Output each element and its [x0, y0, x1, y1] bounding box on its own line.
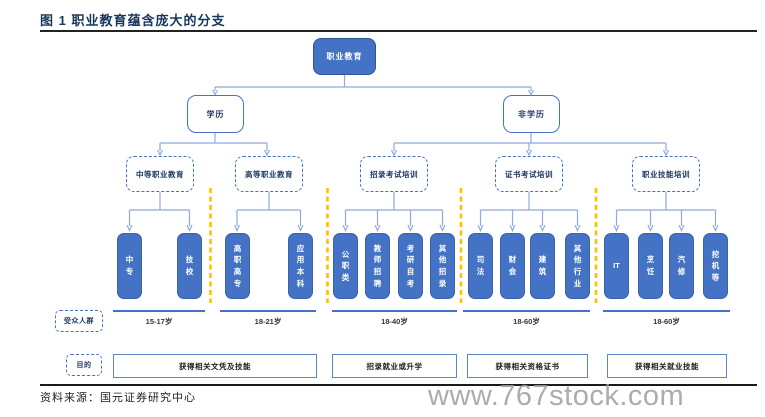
footer-divider [40, 384, 757, 386]
watermark-text: www.767stock.com [428, 380, 685, 412]
leaf-node: 高职高专 [225, 233, 250, 299]
node-branch-feixueli: 非学历 [503, 95, 560, 133]
leaf-node: 其他招录 [430, 233, 455, 299]
audience-value: 18-60岁 [653, 317, 680, 326]
source-note: 资料来源：国元证券研究中心 [40, 392, 196, 404]
purpose-value: 获得相关就业技能 [607, 354, 727, 378]
leaf-node: 考研自考 [398, 233, 423, 299]
leaf-node: 应用本科 [288, 233, 313, 299]
purpose-value: 获得相关资格证书 [467, 354, 588, 378]
node-category-higher-vocational: 高等职业教育 [235, 156, 303, 192]
node-branch-xueli: 学历 [187, 95, 244, 133]
leaf-node: 其他行业 [565, 233, 590, 299]
leaf-node: 财会 [500, 233, 525, 299]
node-category-recruit-exam-training: 招录考试培训 [360, 156, 428, 192]
title-divider [40, 30, 757, 32]
purpose-value: 招录就业或升学 [332, 354, 457, 378]
audience-row-label: 受众人群 [55, 310, 103, 332]
audience-value: 18-60岁 [513, 317, 540, 326]
node-category-vocational-skill-training: 职业技能培训 [632, 156, 700, 192]
purpose-value: 获得相关文凭及技能 [113, 354, 317, 378]
purpose-row-label: 目的 [66, 354, 102, 376]
leaf-node: IT [604, 233, 629, 299]
leaf-node: 中专 [117, 233, 142, 299]
leaf-node: 技校 [177, 233, 202, 299]
figure-title: 图 1 职业教育蕴含庞大的分支 [40, 13, 226, 28]
audience-rule [332, 310, 457, 312]
audience-value: 18-40岁 [381, 317, 408, 326]
node-category-secondary-vocational: 中等职业教育 [126, 156, 194, 192]
leaf-node: 汽修 [669, 233, 694, 299]
leaf-node: 教师招聘 [365, 233, 390, 299]
leaf-node: 烹饪 [638, 233, 663, 299]
node-category-certificate-exam-training: 证书考试培训 [495, 156, 563, 192]
audience-rule [463, 310, 590, 312]
leaf-node: 公职类 [333, 233, 358, 299]
leaf-node: 司法 [468, 233, 493, 299]
audience-rule [113, 310, 205, 312]
audience-value: 18-21岁 [254, 317, 282, 326]
node-root: 职业教育 [313, 38, 376, 75]
leaf-node: 挖机等 [703, 233, 728, 299]
leaf-node: 建筑 [530, 233, 555, 299]
group-separator-lines [209, 188, 598, 303]
audience-rule [220, 310, 316, 312]
audience-rule [603, 310, 730, 312]
audience-value: 15-17岁 [145, 317, 173, 326]
